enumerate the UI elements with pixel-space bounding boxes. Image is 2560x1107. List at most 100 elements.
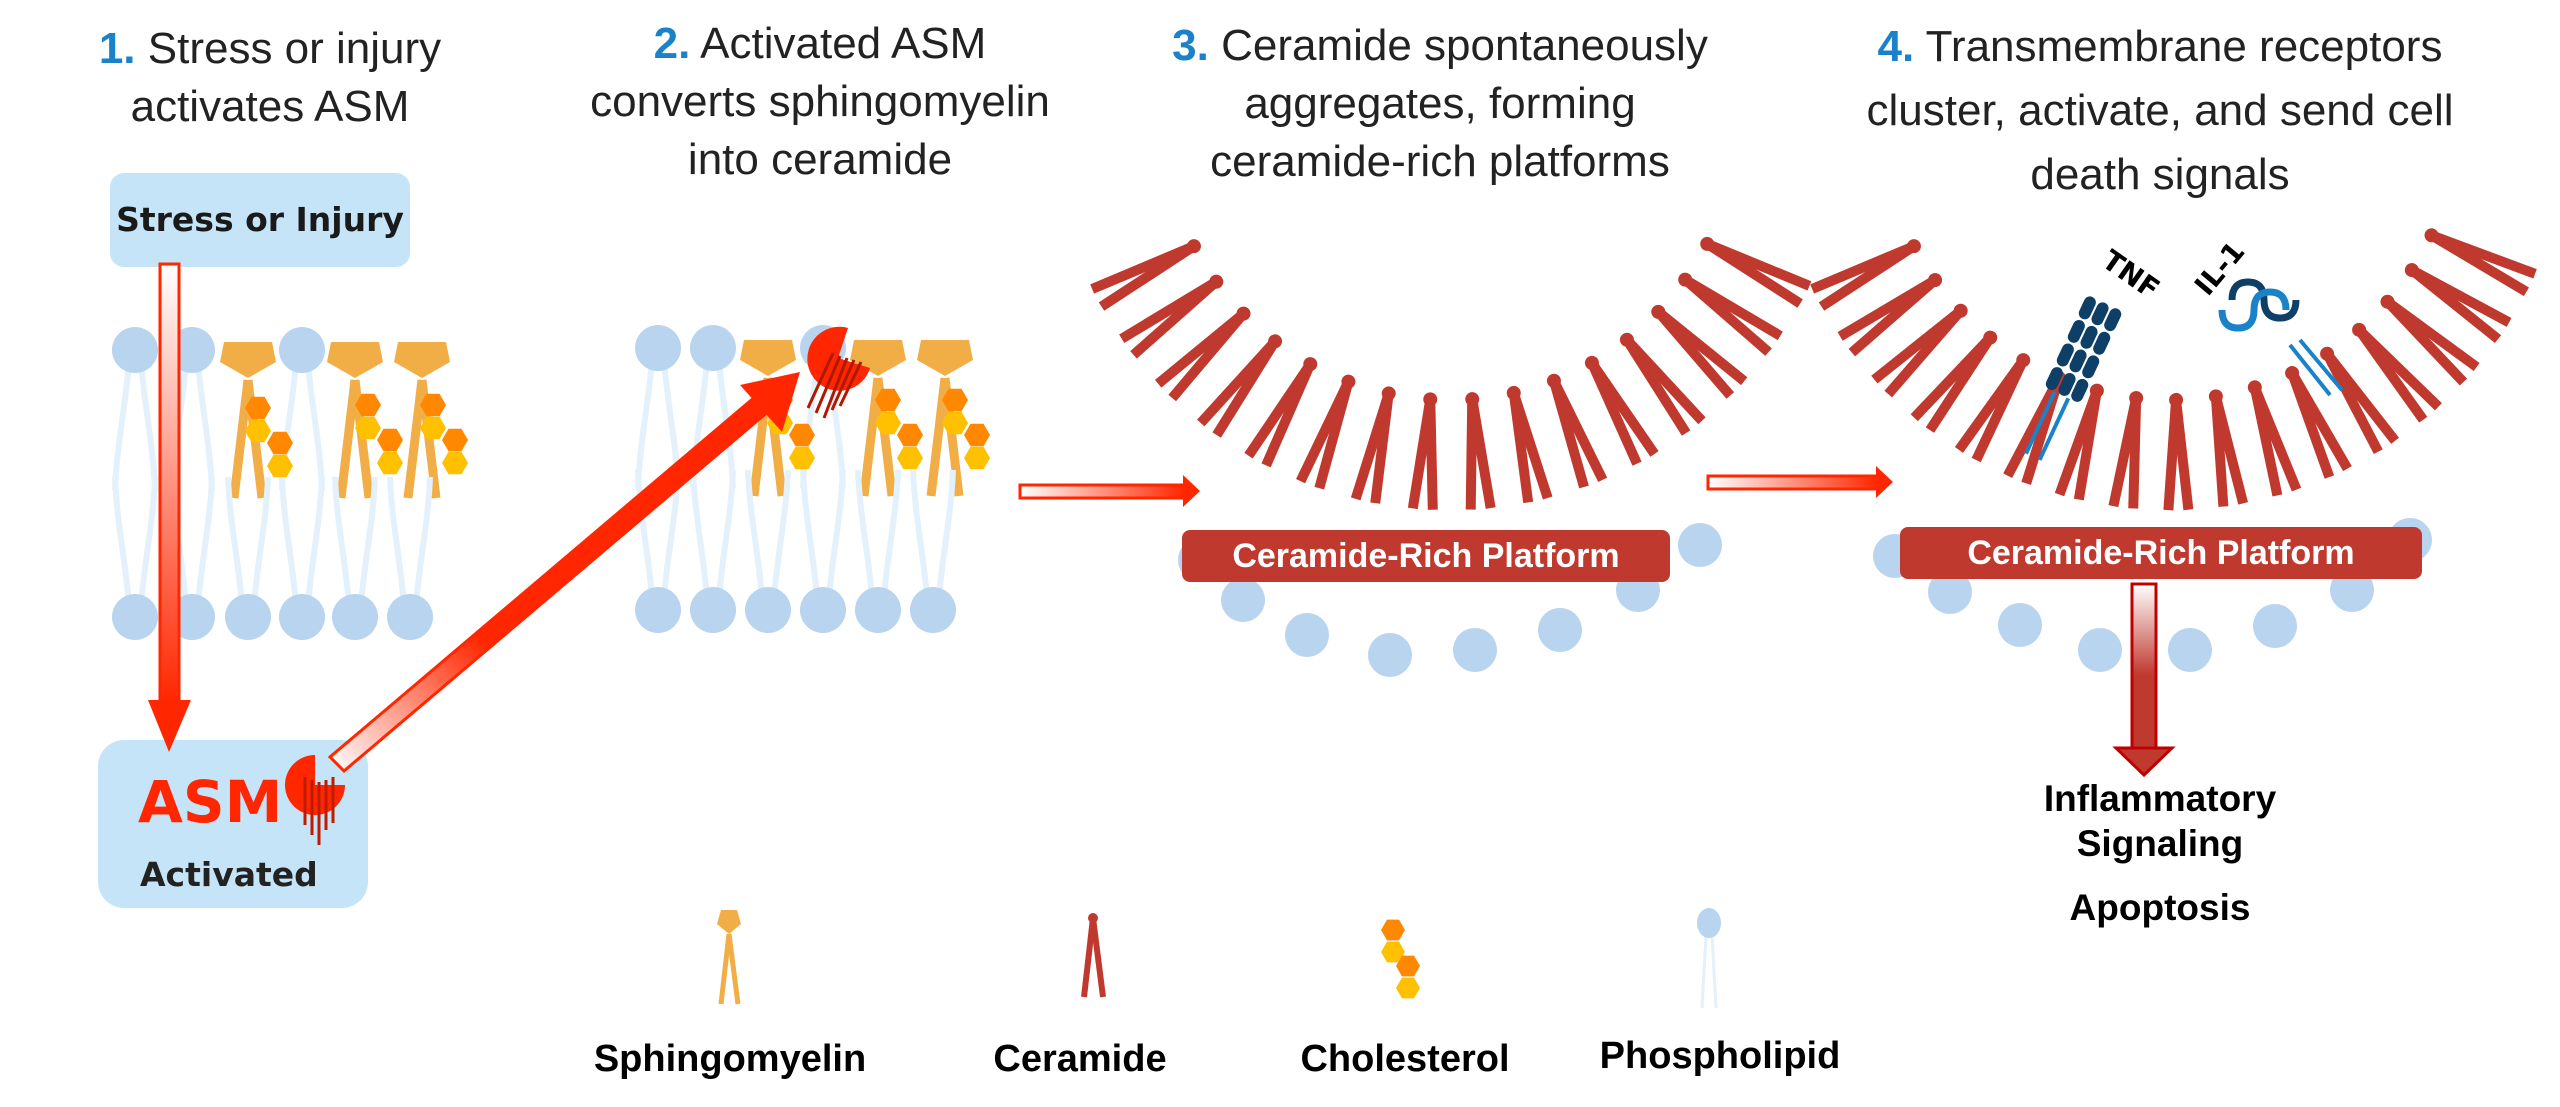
phospholipid-head <box>1678 523 1722 567</box>
ceramide <box>2320 346 2400 454</box>
ceramide <box>1651 304 1748 399</box>
cholesterol <box>245 396 293 478</box>
cholesterol <box>420 393 468 475</box>
platform-label-step-4: Ceramide-Rich Platform <box>1900 527 2422 579</box>
ceramide <box>2424 228 2537 297</box>
ceramide <box>1584 355 1659 466</box>
phospholipid <box>112 327 158 491</box>
phospholipid <box>332 476 378 640</box>
phospholipid-head <box>1538 608 1582 652</box>
ceramide <box>1197 334 1283 438</box>
step-3-line-1: Ceramide spontaneously <box>1221 21 1708 70</box>
stress-box-label: Stress or Injury <box>116 200 404 239</box>
step-4-line-3: death signals <box>2030 150 2290 199</box>
step-4-line-1: Transmembrane receptors <box>1925 22 2443 71</box>
ceramide <box>2404 263 2512 344</box>
ceramide <box>1090 239 1201 311</box>
step-3-number: 3. <box>1172 21 1209 70</box>
step-3-line-3: ceramide-rich platforms <box>1210 137 1670 186</box>
step-4-number: 4. <box>1877 22 1915 71</box>
phospholipid-head <box>2330 568 2374 612</box>
legend-label-sphingomyelin: Sphingomyelin <box>593 1038 867 1080</box>
ceramide <box>2285 366 2352 479</box>
ceramide <box>1810 239 1921 311</box>
cholesterol-icon <box>1381 919 1420 999</box>
phospholipid <box>112 476 158 640</box>
outcome-line-2: Signaling <box>2076 823 2244 864</box>
ceramide <box>1296 374 1356 490</box>
cholesterol <box>355 393 403 475</box>
step-2-line-1: Activated ASM <box>700 19 987 68</box>
stress-box <box>110 173 410 267</box>
ceramide <box>2380 294 2480 386</box>
outcome-apoptosis: Apoptosis <box>2069 887 2251 928</box>
step-2-number: 2. <box>653 19 691 68</box>
phospholipid-head <box>1221 578 1265 622</box>
phospholipid <box>690 469 736 633</box>
step-3-line-2: aggregates, forming <box>1244 79 1636 128</box>
arrow-asm-to-membrane <box>327 372 800 774</box>
ceramide <box>1350 386 1396 504</box>
sphingomyelin <box>220 342 276 499</box>
asm-enzyme-active-icon <box>806 326 870 419</box>
platform-step-4 <box>1810 228 2537 672</box>
sphingomyelin <box>394 342 450 499</box>
phospholipid-head <box>1928 570 1972 614</box>
phospholipid <box>855 469 901 633</box>
phospholipid-icon <box>1697 908 1721 1009</box>
asm-title: ASM <box>138 768 283 836</box>
ceramide <box>1119 274 1224 359</box>
ceramide <box>2352 322 2442 423</box>
ceramide <box>1619 332 1706 436</box>
ceramide <box>1871 303 1968 398</box>
step-1-number: 1. <box>98 24 136 73</box>
il1-receptor-icon <box>2218 278 2344 397</box>
ceramide <box>1910 330 1998 433</box>
legend-icons <box>717 908 1721 1009</box>
ceramide <box>1954 353 2031 463</box>
cholesterol <box>942 388 990 470</box>
ceramide <box>1837 273 1943 357</box>
outcome-line-1: Inflammatory <box>2043 778 2277 819</box>
step-2-line-3: into ceramide <box>687 135 953 184</box>
membrane-step-2 <box>635 325 990 633</box>
phospholipid-head <box>1368 633 1412 677</box>
step-1-title: 1. Stress or injury activates ASM <box>60 20 480 136</box>
ceramide <box>1678 272 1783 356</box>
step-1-line-1: Stress or injury <box>147 24 442 73</box>
receptors <box>2024 278 2344 461</box>
phospholipid <box>225 476 271 640</box>
arrow-step3-to-step4 <box>1706 466 1893 498</box>
step-2-line-2: converts sphingomyelin <box>590 77 1050 126</box>
legend-label-cholesterol: Cholesterol <box>1300 1038 1510 1080</box>
ceramide <box>1546 373 1608 489</box>
phospholipid <box>279 476 325 640</box>
phospholipid-head <box>1998 603 2042 647</box>
phospholipid-head <box>2168 628 2212 672</box>
ceramide <box>1700 236 1812 308</box>
outcome-inflammatory: Inflammatory Signaling <box>2010 776 2310 866</box>
ceramide <box>1154 306 1251 402</box>
step-4-line-2: cluster, activate, and send cell <box>1866 86 2454 135</box>
ceramide-icon <box>1081 913 1106 998</box>
ceramide <box>2247 380 2302 497</box>
ceramide <box>1244 357 1318 468</box>
asm-enzyme-icon <box>285 755 345 845</box>
phospholipid-head <box>1285 613 1329 657</box>
step-2-title: 2. Activated ASM converts sphingomyelin … <box>530 15 1110 189</box>
phospholipid <box>910 469 956 633</box>
step-4-title: 4. Transmembrane receptors cluster, acti… <box>1800 15 2520 207</box>
tnf-receptor-icon <box>2024 296 2122 461</box>
ceramide <box>2208 389 2248 507</box>
platform-label-step-3: Ceramide-Rich Platform <box>1182 530 1670 582</box>
phospholipid-head <box>2078 628 2122 672</box>
ceramide <box>1506 385 1553 504</box>
legend-label-ceramide: Ceramide <box>993 1038 1167 1080</box>
phospholipid <box>387 476 433 640</box>
phospholipid-head <box>2253 604 2297 648</box>
sphingomyelin-icon <box>717 910 741 1005</box>
phospholipid <box>800 469 846 633</box>
arrow-step2-to-step3 <box>1018 475 1200 507</box>
ceramide <box>2163 392 2194 511</box>
platform-step-3 <box>1090 236 1812 677</box>
